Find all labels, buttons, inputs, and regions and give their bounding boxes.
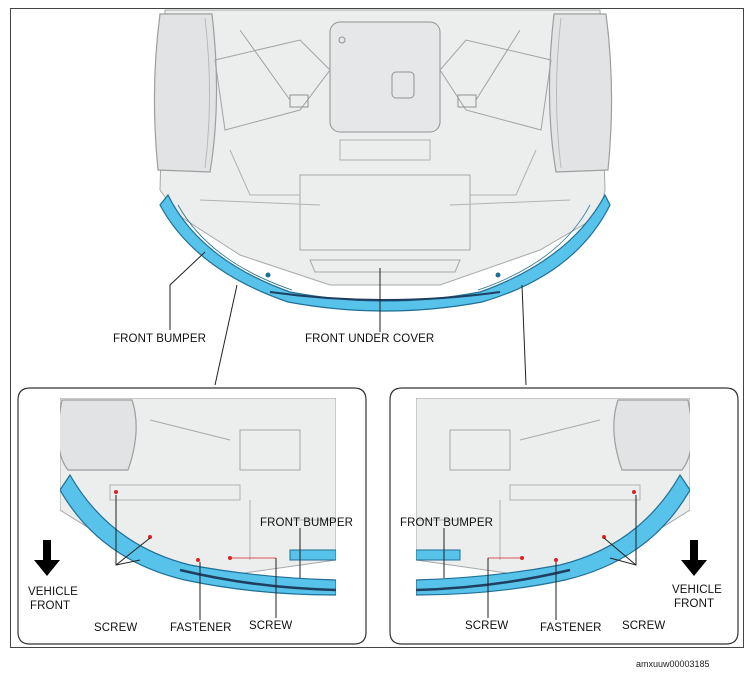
- left-screw-label-2: SCREW: [249, 620, 293, 632]
- right-detail-illustration: [416, 398, 690, 606]
- main-chassis: [153, 9, 613, 286]
- left-fastener-marker: [196, 558, 200, 562]
- left-detail-leaders: [115, 495, 301, 620]
- right-fastener-label: FASTENER: [540, 622, 602, 634]
- figure-code: amxuuw00003185: [636, 659, 710, 669]
- main-leaders: [169, 251, 527, 386]
- left-vehicle-front-label-2: FRONT: [30, 600, 71, 612]
- right-detail-leaders: [443, 495, 637, 620]
- right-vehicle-front-label-1: VEHICLE: [672, 584, 722, 596]
- left-vehicle-front-label-1: VEHICLE: [28, 586, 78, 598]
- right-screw-label-2: SCREW: [622, 620, 666, 632]
- left-detail-markers: [114, 490, 276, 562]
- left-front-bumper-label: FRONT BUMPER: [260, 517, 353, 529]
- left-arrow-down-icon: [34, 540, 60, 576]
- right-screw-label-1: SCREW: [465, 620, 509, 632]
- right-arrow-down-icon: [681, 540, 707, 576]
- left-detail-illustration: [60, 398, 336, 606]
- main-front-bumper: [159, 193, 611, 312]
- left-fastener-label: FASTENER: [170, 622, 232, 634]
- left-screw-marker-2: [148, 535, 152, 539]
- left-screw-label-1: SCREW: [94, 622, 138, 634]
- main-front-under-cover-label: FRONT UNDER COVER: [305, 333, 435, 345]
- left-screw-marker-1: [114, 490, 118, 494]
- right-vehicle-front-label-2: FRONT: [674, 598, 715, 610]
- main-front-bumper-label: FRONT BUMPER: [113, 333, 206, 345]
- right-front-bumper-label: FRONT BUMPER: [400, 517, 493, 529]
- right-screw-marker-1: [632, 490, 636, 494]
- right-detail-markers: [488, 490, 636, 562]
- right-screw-marker-2: [602, 535, 606, 539]
- right-fastener-marker: [554, 558, 558, 562]
